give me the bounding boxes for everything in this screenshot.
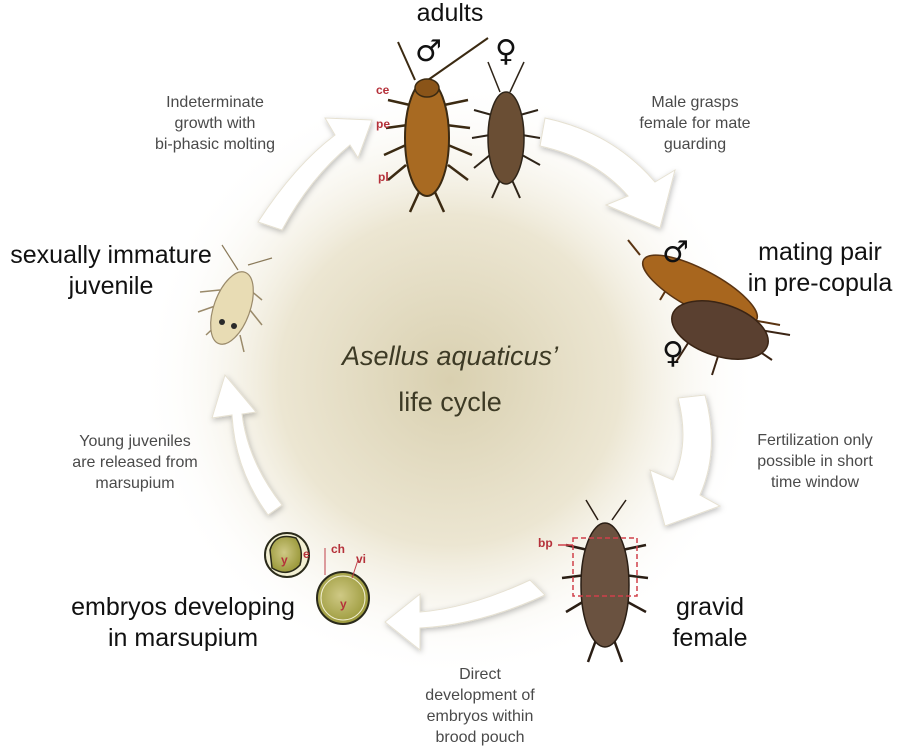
center-title: Asellus aquaticus’ life cycle bbox=[290, 338, 610, 420]
transition-direct-line1: Direct bbox=[400, 664, 560, 685]
transition-grasp-line1: Male grasps bbox=[615, 92, 775, 113]
transition-release-line1: Young juveniles bbox=[40, 431, 230, 452]
stage-label-gravid-line1: gravid bbox=[650, 592, 770, 623]
transition-label-direct: Direct development of embryos within bro… bbox=[400, 664, 560, 748]
transition-direct-line4: brood pouch bbox=[400, 727, 560, 748]
stage-label-mating-line1: mating pair bbox=[745, 237, 895, 268]
stage-label-juvenile-line1: sexually immature bbox=[0, 240, 222, 271]
transition-grasp-line3: guarding bbox=[615, 134, 775, 155]
annotation-bp: bp bbox=[538, 536, 553, 550]
female-symbol-adults: ♀ bbox=[495, 34, 517, 69]
annotation-pl: pl bbox=[378, 170, 389, 184]
stage-label-juvenile-line2: juvenile bbox=[0, 271, 222, 302]
transition-label-growth: Indeterminate growth with bi-phasic molt… bbox=[130, 92, 300, 155]
annotation-y-large: y bbox=[340, 597, 347, 611]
transition-release-line2: are released from bbox=[40, 452, 230, 473]
stage-label-mating-line2: in pre-copula bbox=[745, 268, 895, 299]
transition-grasp-line2: female for mate bbox=[615, 113, 775, 134]
stage-label-adults: adults bbox=[380, 0, 520, 29]
annotation-y-small: y bbox=[281, 553, 288, 567]
female-symbol-mating: ♀ bbox=[662, 336, 684, 371]
transition-fertilization-line1: Fertilization only bbox=[735, 430, 895, 451]
stage-label-juvenile: sexually immature juvenile bbox=[0, 240, 222, 302]
transition-label-release: Young juveniles are released from marsup… bbox=[40, 431, 230, 494]
male-symbol-mating: ♂ bbox=[662, 235, 689, 270]
stage-label-gravid: gravid female bbox=[650, 592, 770, 654]
transition-label-grasp: Male grasps female for mate guarding bbox=[615, 92, 775, 155]
stage-label-embryos-line2: in marsupium bbox=[52, 623, 314, 654]
transition-direct-line3: embryos within bbox=[400, 706, 560, 727]
stage-label-mating: mating pair in pre-copula bbox=[745, 237, 895, 299]
annotation-e: e bbox=[303, 547, 310, 561]
male-symbol-adults: ♂ bbox=[415, 34, 442, 69]
annotation-pe: pe bbox=[376, 117, 390, 131]
transition-growth-line2: growth with bbox=[130, 113, 300, 134]
center-title-species: Asellus aquaticus’ bbox=[290, 338, 610, 374]
transition-growth-line3: bi-phasic molting bbox=[130, 134, 300, 155]
center-title-rest: life cycle bbox=[290, 384, 610, 420]
transition-release-line3: marsupium bbox=[40, 473, 230, 494]
transition-fertilization-line2: possible in short bbox=[735, 451, 895, 472]
annotation-vi: vi bbox=[356, 552, 366, 566]
stage-label-embryos: embryos developing in marsupium bbox=[52, 592, 314, 654]
stage-label-gravid-line2: female bbox=[650, 623, 770, 654]
annotation-ch: ch bbox=[331, 542, 345, 556]
stage-label-embryos-line1: embryos developing bbox=[52, 592, 314, 623]
annotation-ce: ce bbox=[376, 83, 389, 97]
transition-fertilization-line3: time window bbox=[735, 472, 895, 493]
transition-growth-line1: Indeterminate bbox=[130, 92, 300, 113]
transition-direct-line2: development of bbox=[400, 685, 560, 706]
transition-label-fertilization: Fertilization only possible in short tim… bbox=[735, 430, 895, 493]
